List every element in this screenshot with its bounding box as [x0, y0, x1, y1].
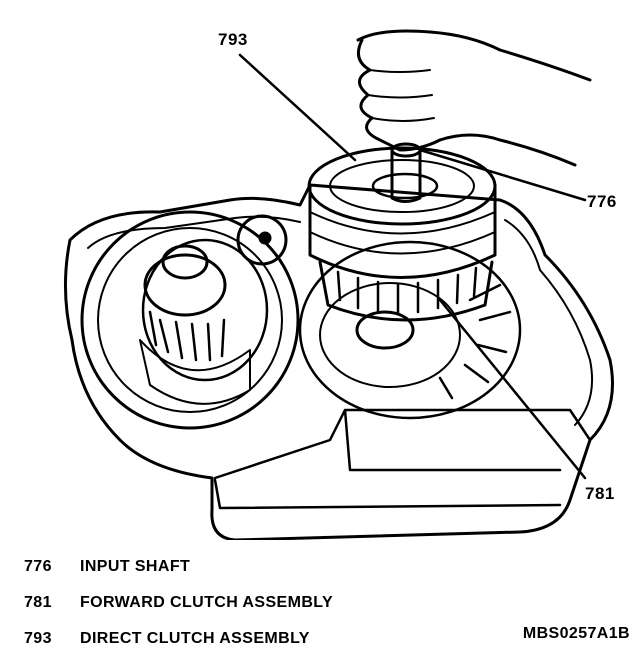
legend-label: DIRECT CLUTCH ASSEMBLY	[80, 630, 310, 647]
left-gear-hub	[143, 253, 227, 317]
legend-row-776: 776 INPUT SHAFT	[24, 549, 624, 585]
hand-thumb	[438, 133, 577, 167]
case-bottom-edge	[213, 478, 562, 510]
callout-781: 781	[585, 484, 615, 503]
parts-legend: 776 INPUT SHAFT 781 FORWARD CLUTCH ASSEM…	[24, 549, 624, 657]
left-cavity-outer	[80, 210, 300, 430]
leader-line-793	[238, 53, 357, 162]
input-shaft	[390, 148, 422, 203]
case-lower-box	[213, 408, 592, 480]
direct-clutch-drum-band2	[309, 231, 496, 255]
left-cavity-ring	[97, 227, 283, 413]
forward-clutch-assembly	[318, 260, 494, 322]
leader-line-781	[438, 298, 587, 480]
forward-clutch-splines	[336, 266, 478, 316]
legend-number: 793	[24, 630, 52, 647]
pump-gear	[236, 214, 288, 266]
right-cavity-inner	[319, 282, 461, 388]
figure-code: MBS0257A1B	[522, 625, 630, 642]
leader-line-776	[418, 148, 587, 202]
pump-gear-center	[258, 231, 272, 245]
callout-776: 776	[587, 192, 617, 211]
legend-label: INPUT SHAFT	[80, 558, 191, 575]
legend-row-793: 793 DIRECT CLUTCH ASSEMBLY	[24, 621, 624, 657]
legend-number: 781	[24, 594, 52, 611]
right-cavity-outer	[298, 240, 522, 420]
callout-793: 793	[218, 30, 248, 49]
direct-clutch-drum	[308, 183, 497, 279]
right-cavity-teeth	[438, 283, 512, 400]
transmission-illustration	[63, 29, 614, 540]
left-gear-carrier	[139, 339, 251, 405]
left-gear-teeth	[148, 310, 226, 362]
direct-clutch-drum-rim	[329, 159, 475, 213]
hand-knuckles	[367, 69, 435, 122]
legend-label: FORWARD CLUTCH ASSEMBLY	[80, 594, 334, 611]
legend-row-781: 781 FORWARD CLUTCH ASSEMBLY	[24, 585, 624, 621]
right-cavity-hub	[355, 310, 415, 350]
direct-clutch-drum-hub	[371, 172, 439, 200]
legend-number: 776	[24, 558, 52, 575]
direct-clutch-drum-band	[309, 211, 496, 235]
direct-clutch-drum-top	[307, 146, 497, 226]
left-gear-hub-top	[161, 244, 209, 280]
case-flange	[87, 215, 594, 426]
left-gear-housing	[141, 238, 269, 382]
hand-fingers	[356, 29, 592, 152]
